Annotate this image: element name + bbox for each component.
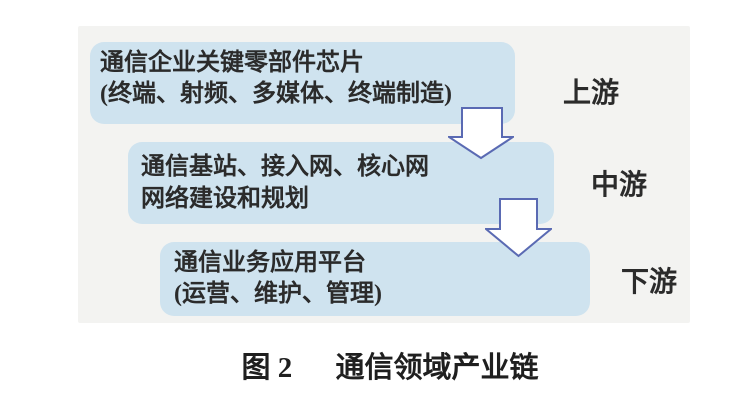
midstream-box-line1: 通信基站、接入网、核心网 — [141, 154, 429, 180]
down-arrow-icon — [448, 107, 514, 160]
downstream-box-line1: 通信业务应用平台 — [174, 250, 366, 276]
midstream-box-line2: 网络建设和规划 — [141, 186, 309, 212]
upstream-box: 通信企业关键零部件芯片 (终端、射频、多媒体、终端制造) — [90, 42, 515, 124]
figure-caption: 图 2 通信领域产业链 — [44, 344, 736, 386]
upstream-box-line2: (终端、射频、多媒体、终端制造) — [100, 81, 452, 107]
figure-caption-number: 图 2 — [241, 352, 293, 384]
downstream-box-line2: (运营、维护、管理) — [174, 281, 382, 307]
stage-label-downstream: 下游 — [621, 267, 678, 298]
stage-label-upstream: 上游 — [563, 78, 620, 109]
midstream-box: 通信基站、接入网、核心网 网络建设和规划 — [128, 142, 554, 224]
down-arrow-icon — [485, 198, 552, 258]
upstream-box-line1: 通信企业关键零部件芯片 — [100, 50, 364, 76]
stage-label-midstream: 中游 — [591, 170, 648, 201]
figure-caption-title: 通信领域产业链 — [335, 352, 539, 384]
